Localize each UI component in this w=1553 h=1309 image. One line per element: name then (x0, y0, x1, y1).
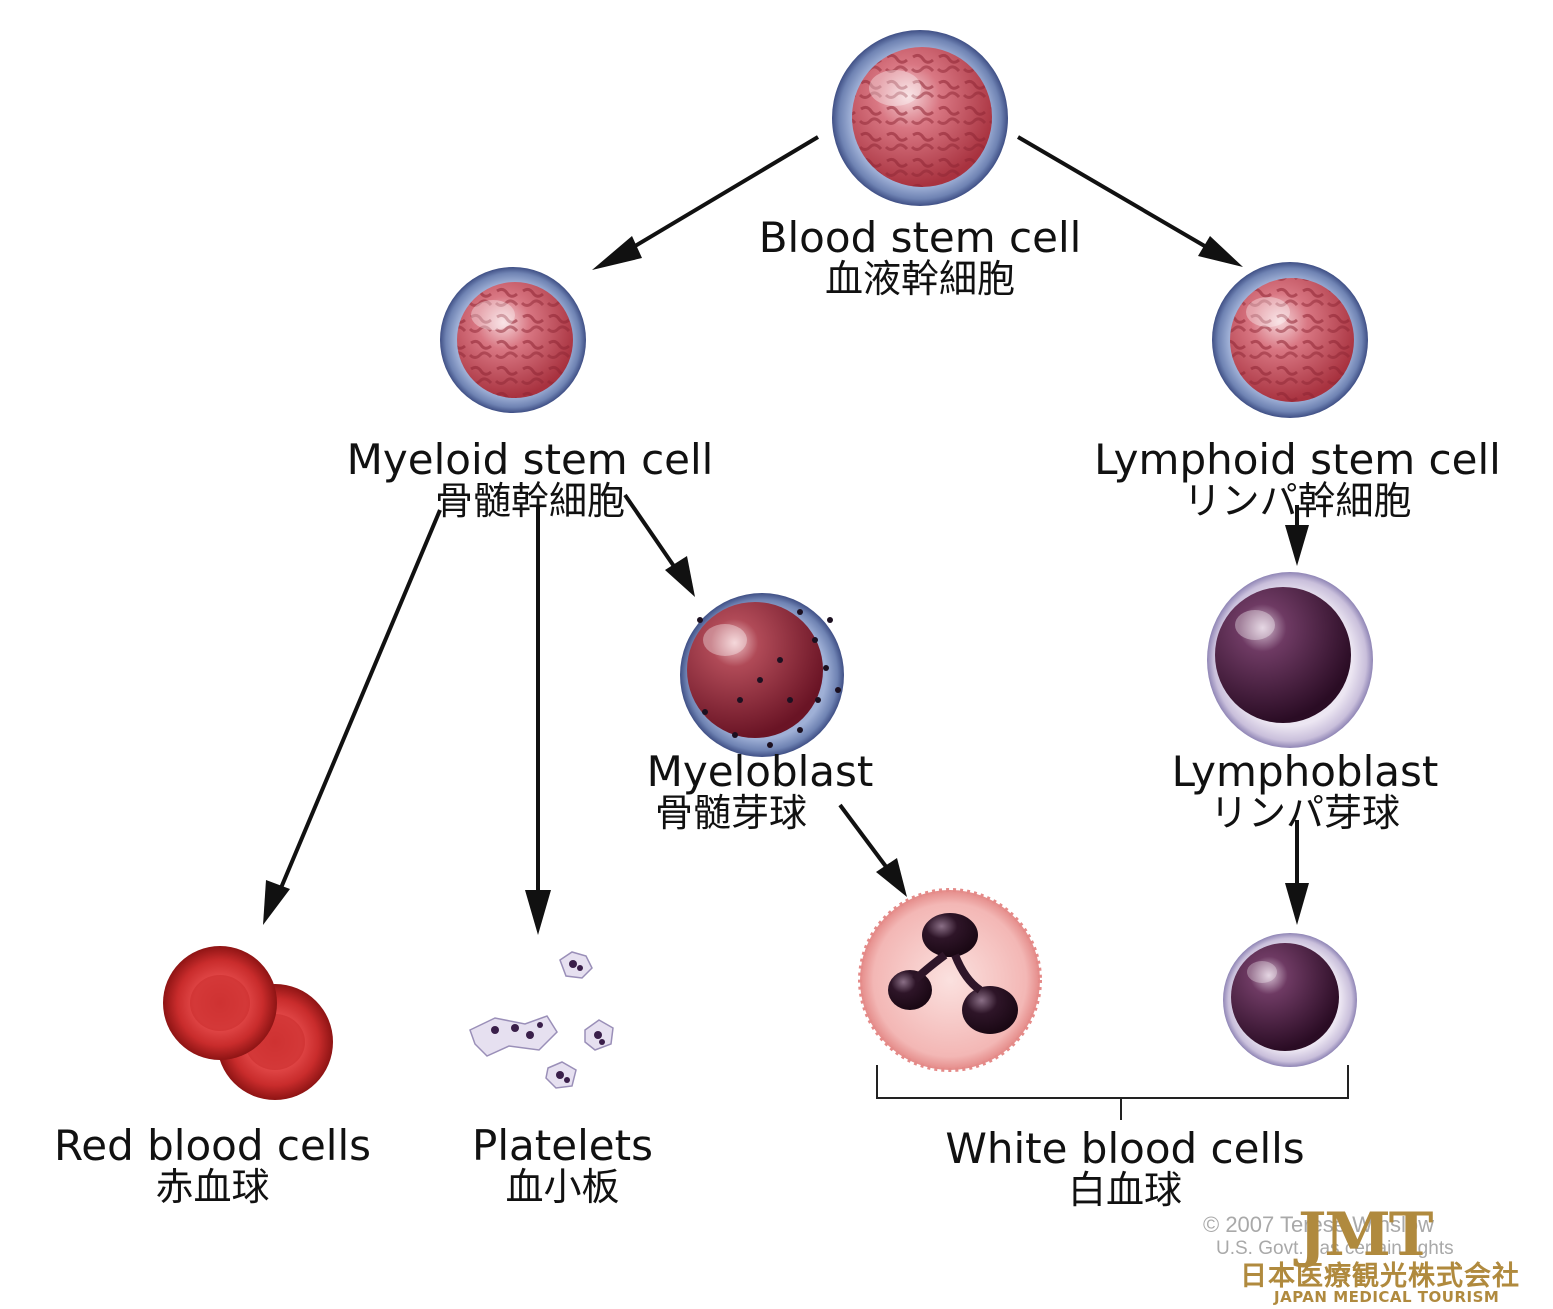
myeloblast-en: Myeloblast (646, 747, 874, 796)
arrow-blood-to-lymphoid (1016, 135, 1243, 267)
lymphoblast-en: Lymphoblast (1171, 747, 1439, 796)
white-blood-cells-ja: 白血球 (1067, 1168, 1182, 1213)
lymphoblast-image (1207, 572, 1373, 748)
lymphoid-stem-cell-ja: リンパ幹細胞 (1183, 479, 1412, 524)
arrow-blood-to-myeloid (592, 135, 820, 270)
jmt-logo-mark: JMT (1298, 1200, 1433, 1270)
red-blood-cells-ja: 赤血球 (155, 1165, 270, 1210)
blood-stem-cell-image (832, 30, 1008, 206)
red-blood-cells-image (163, 946, 333, 1100)
lymphoblast-ja: リンパ芽球 (1209, 791, 1400, 836)
white-blood-cells-en: White blood cells (945, 1124, 1305, 1173)
lymphocyte-image (1223, 933, 1357, 1067)
arrow-myeloid-to-platelets (525, 505, 551, 935)
platelets-label: Platelets 血小板 (455, 1121, 670, 1210)
blood-stem-cell-label: Blood stem cell 血液幹細胞 (740, 213, 1100, 302)
lymphoid-stem-cell-label: Lymphoid stem cell リンパ幹細胞 (1085, 435, 1510, 524)
lymphoblast-label: Lymphoblast リンパ芽球 (1160, 747, 1450, 836)
rights-credit: U.S. Govt. has certain rights (1216, 1238, 1454, 1259)
myeloblast-label: Myeloblast 骨髄芽球 (630, 747, 890, 836)
lymphoid-stem-cell-en: Lymphoid stem cell (1094, 435, 1501, 484)
myeloid-stem-cell-image (440, 267, 586, 413)
arrow-lymphoid-to-lymphoblast (1285, 505, 1309, 566)
jmt-logo: JMT 日本医療観光株式会社 JAPAN MEDICAL TOURISM (1240, 1196, 1550, 1306)
myeloblast-ja: 骨髄芽球 (655, 791, 808, 836)
platelets-image (469, 951, 614, 1089)
jmt-logo-english: JAPAN MEDICAL TOURISM (1274, 1288, 1500, 1306)
neutrophil-image (858, 888, 1042, 1072)
blood-stem-cell-en: Blood stem cell (758, 213, 1082, 262)
platelets-ja: 血小板 (505, 1165, 620, 1210)
red-blood-cells-en: Red blood cells (53, 1121, 372, 1170)
arrow-myeloid-to-myeloblast (623, 493, 695, 597)
myeloid-stem-cell-label: Myeloid stem cell 骨髄幹細胞 (330, 435, 730, 524)
arrow-lymphoblast-to-lymphocyte (1285, 820, 1309, 925)
white-blood-cells-label: White blood cells 白血球 (935, 1124, 1315, 1213)
copyright-credit: © 2007 Terese Winslow (1203, 1212, 1435, 1237)
myeloblast-image (680, 593, 844, 757)
platelets-en: Platelets (472, 1121, 653, 1170)
red-blood-cells-label: Red blood cells 赤血球 (40, 1121, 385, 1210)
arrow-myeloid-to-redcells (263, 509, 442, 925)
jmt-logo-japanese: 日本医療観光株式会社 (1240, 1261, 1520, 1292)
arrow-myeloblast-to-neutrophil (838, 803, 907, 897)
lymphoid-stem-cell-image (1212, 262, 1368, 418)
myeloid-stem-cell-en: Myeloid stem cell (346, 435, 714, 484)
myeloid-stem-cell-ja: 骨髄幹細胞 (434, 479, 625, 524)
blood-stem-cell-ja: 血液幹細胞 (824, 257, 1015, 302)
white-cells-bracket (876, 1065, 1349, 1120)
